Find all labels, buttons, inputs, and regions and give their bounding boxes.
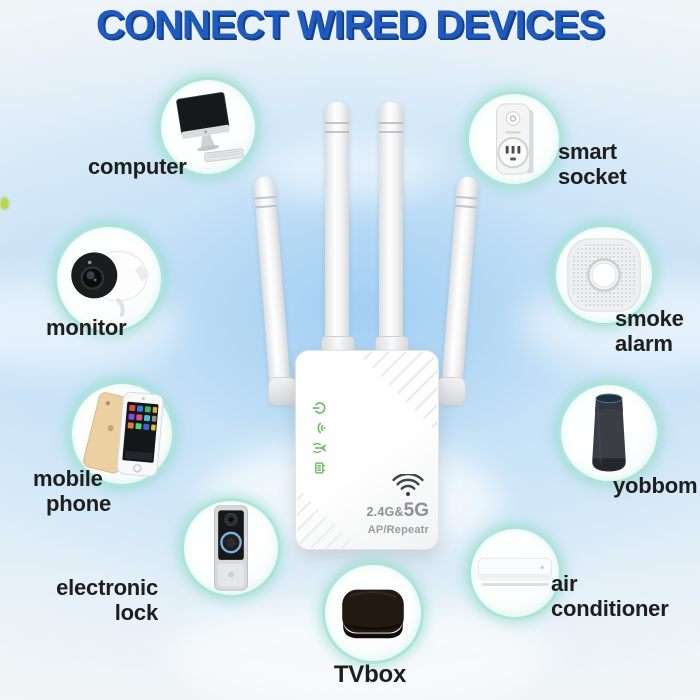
smart-socket-label-line2: socket (558, 163, 627, 189)
tv-box-icon (342, 589, 404, 639)
antenna-hinge (268, 377, 298, 405)
electronic-lock-label-line2: lock (114, 599, 158, 625)
smoke-alarm-label-line2: alarm (615, 330, 673, 356)
electronic-lock-label-line1: electronic (56, 575, 158, 600)
monitor-circle (54, 224, 164, 334)
computer-label: computer (88, 154, 187, 179)
wps-signal-icon (312, 421, 327, 435)
air-conditioner-label-line1: air (551, 571, 578, 596)
air-conditioner-icon (478, 557, 552, 586)
smart-socket-label-line1: smart (558, 139, 617, 164)
antenna-inner-left (325, 102, 349, 352)
antenna-inner-right (379, 102, 403, 352)
antenna-outer-left (253, 175, 292, 404)
led-indicators (312, 401, 327, 481)
computer-circle (158, 77, 258, 177)
antenna-stripes (254, 195, 277, 209)
mobile-phone-label-line2: phone (46, 490, 111, 516)
computer-icon (176, 92, 244, 163)
smart-speaker-icon (592, 393, 626, 472)
yobbom-label: yobbom (613, 473, 698, 498)
yobbom-circle (558, 382, 660, 484)
mobile-phone-label-line1: mobile (33, 466, 103, 491)
decorative-stripes (297, 487, 358, 548)
repeater-body: 2.4G&5G AP/Repeatr (295, 350, 439, 550)
air-conditioner-circle (468, 526, 562, 620)
cloud (260, 140, 440, 200)
band-prefix: 2.4G& (366, 505, 404, 519)
smoke-alarm-label-line1: smoke (615, 306, 684, 331)
smart-socket-circle (466, 91, 562, 187)
wifi-icon (391, 472, 425, 503)
monitor-label: monitor (46, 315, 127, 340)
band-label: 2.4G&5G (367, 500, 430, 522)
antenna-hinge (436, 377, 466, 405)
video-doorbell-icon (214, 505, 248, 591)
tvbox-circle (322, 562, 424, 664)
mobile-phone-circle (69, 381, 175, 487)
smoke-alarm-circle (553, 224, 655, 326)
security-camera-icon (71, 250, 149, 317)
antenna-stripes (455, 195, 478, 209)
smoke-alarm-icon (567, 238, 641, 312)
smoke-alarm-label: smoke alarm (615, 306, 684, 356)
mobile-phone-label: mobile phone (33, 466, 111, 516)
green-speck (0, 197, 9, 210)
tvbox-label: TVbox (333, 661, 407, 688)
ethernet-icon (312, 461, 327, 475)
antenna-stripes (325, 122, 349, 133)
antenna-icon (312, 441, 327, 455)
smart-socket-label: smart socket (558, 139, 627, 189)
air-conditioner-label: air conditioner (551, 571, 669, 621)
power-icon (312, 401, 327, 415)
electronic-lock-label: electronic lock (50, 575, 158, 625)
smart-socket-icon (495, 103, 534, 175)
electronic-lock-circle (181, 498, 281, 598)
mobile-phone-icon (83, 391, 164, 477)
mode-label: AP/Repeatr (367, 524, 429, 536)
page-title: CONNECT WIRED DEVICES (96, 3, 605, 47)
decorative-stripes (356, 352, 437, 433)
air-conditioner-label-line2: conditioner (551, 595, 669, 621)
band-5g: 5G (403, 500, 429, 521)
antenna-stripes (379, 122, 403, 133)
antenna-outer-right (440, 175, 479, 404)
